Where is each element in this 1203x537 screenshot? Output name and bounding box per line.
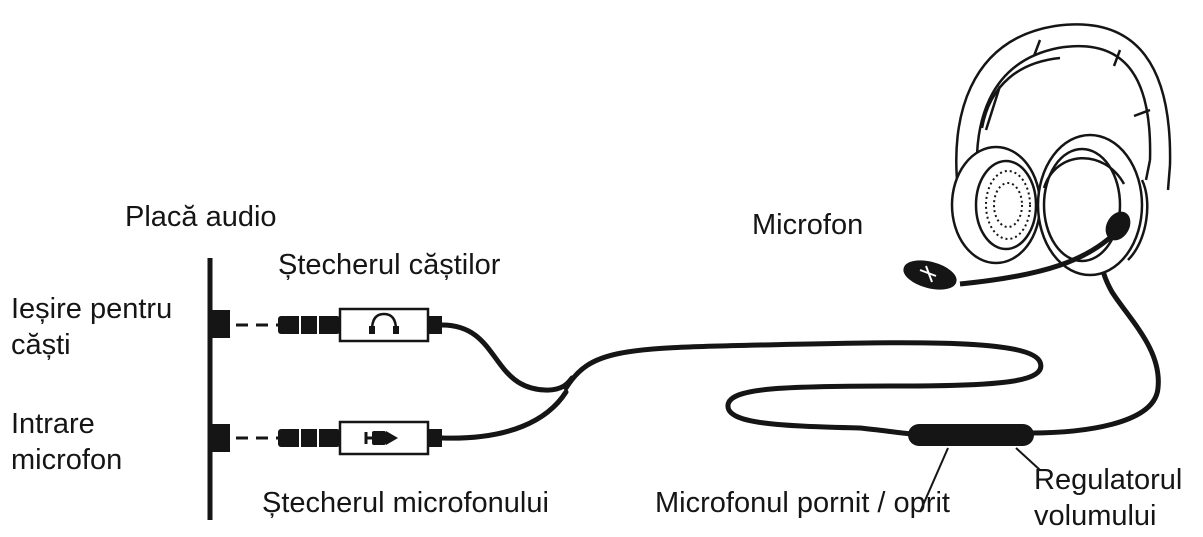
headphone-output-label-line1: Ieșire pentru xyxy=(11,293,173,325)
headset-illustration xyxy=(903,23,1172,290)
headphones-icon xyxy=(369,312,399,334)
volume-control-label: Regulatorul volumului xyxy=(1034,462,1182,534)
headphone-plug-label: Ștecherul căștilor xyxy=(278,249,501,281)
volume-control-leader xyxy=(1015,447,1041,471)
volume-control-label-line2: volumului xyxy=(1034,500,1157,532)
microphone-label: Microfon xyxy=(752,209,864,241)
headphone-output-label-line2: căști xyxy=(11,329,71,361)
microphone-input-label-line1: Intrare xyxy=(11,408,95,440)
microphone-input-label-line2: microfon xyxy=(11,444,123,476)
microphone-plug-label: Ștecherul microfonului xyxy=(262,487,549,519)
sound-card-panel xyxy=(207,258,230,520)
inline-control-box xyxy=(908,424,1041,513)
mic-switch-leader xyxy=(919,447,949,513)
microphone-icon xyxy=(364,431,398,445)
volume-control-label-line1: Regulatorul xyxy=(1034,464,1183,496)
headphone-plug xyxy=(278,307,442,343)
dashed-connectors xyxy=(236,323,278,440)
microphone-input-label: Intrare microfon xyxy=(11,406,122,478)
microphone-plug xyxy=(278,420,442,456)
mic-switch-label: Microfonul pornit / oprit xyxy=(655,487,950,519)
headset-cable xyxy=(439,247,1161,441)
microphone-input-jack xyxy=(212,424,230,452)
sound-card-label: Placă audio xyxy=(125,201,277,233)
speaker-mesh xyxy=(985,170,1031,240)
headphone-output-label: Ieșire pentru căști xyxy=(11,291,172,363)
headphone-output-jack xyxy=(212,310,230,338)
